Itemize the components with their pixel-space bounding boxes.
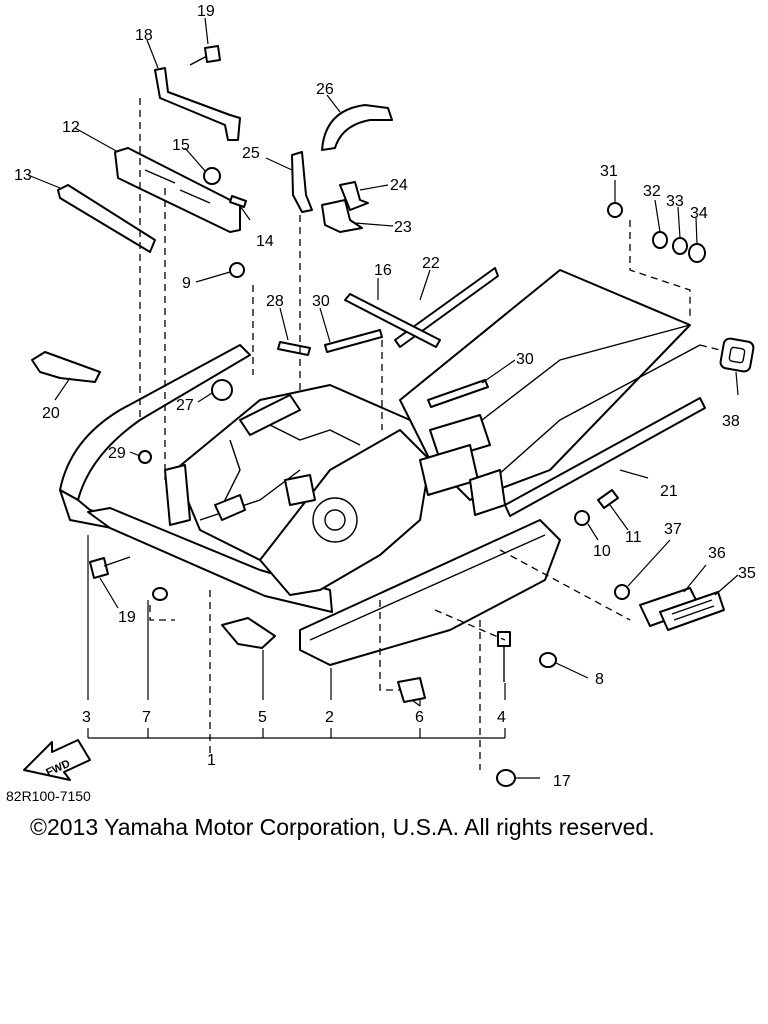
part-11	[597, 489, 619, 509]
part-19-top	[189, 45, 221, 66]
parts-31-34	[607, 202, 706, 263]
copyright-notice: ©2013 Yamaha Motor Corporation, U.S.A. A…	[30, 814, 655, 840]
callout: 29	[108, 445, 126, 462]
callout: 19	[118, 609, 136, 626]
parts-diagram: FWD 1 2 3 4 5 6 7 8 9 10 11 12 13 14 15 …	[14, 3, 756, 790]
callout: 7	[142, 709, 151, 726]
part-12	[114, 147, 241, 233]
leader-lines	[27, 17, 739, 779]
part-38	[719, 337, 755, 373]
side-rail	[299, 519, 561, 666]
callout: 23	[394, 219, 412, 236]
part-30-upper	[324, 329, 383, 353]
callout: 38	[722, 413, 740, 430]
strip-22	[394, 267, 499, 348]
callout: 15	[172, 137, 190, 154]
part-8	[539, 652, 557, 668]
callout: 11	[625, 529, 642, 546]
part-24	[339, 181, 369, 211]
callout: 26	[316, 81, 334, 98]
part-27	[211, 379, 233, 401]
part-16	[344, 293, 441, 348]
diagram-reference-code: 82R100-7150	[6, 788, 91, 804]
callout: 21	[660, 483, 678, 500]
part-5	[221, 617, 276, 649]
callout-numbers: 1 2 3 4 5 6 7 8 9 10 11 12 13 14 15 16 1…	[14, 3, 756, 790]
callout: 30	[516, 351, 534, 368]
part-37	[614, 584, 630, 600]
callout: 32	[643, 183, 661, 200]
callout: 14	[256, 233, 274, 250]
callout: 1	[207, 752, 216, 769]
part-14	[229, 195, 247, 208]
callout: 3	[82, 709, 91, 726]
callout: 9	[182, 275, 191, 292]
callout: 34	[690, 205, 708, 222]
part-19-lower	[89, 556, 131, 579]
callout: 5	[258, 709, 267, 726]
callout: 10	[593, 543, 611, 560]
frame-assembly	[59, 269, 701, 613]
part-20	[31, 351, 101, 383]
callout: 16	[374, 262, 392, 279]
callout: 25	[242, 145, 260, 162]
part-7	[152, 587, 168, 601]
callout: 20	[42, 405, 60, 422]
callout: 37	[664, 521, 682, 538]
part-26	[321, 104, 393, 151]
callout: 27	[176, 397, 194, 414]
callout: 24	[390, 177, 408, 194]
callout: 12	[62, 119, 80, 136]
callout: 18	[135, 27, 153, 44]
callout: 33	[666, 193, 684, 210]
assembly-lines	[139, 98, 721, 770]
part-28	[277, 341, 311, 356]
callout: 17	[553, 773, 571, 790]
callout: 4	[497, 709, 506, 726]
callout: 35	[738, 565, 756, 582]
part-18	[154, 67, 241, 141]
part-13	[57, 184, 156, 253]
part-23	[321, 199, 363, 233]
callout: 6	[415, 709, 424, 726]
part-9	[229, 262, 245, 278]
callout: 2	[325, 709, 334, 726]
rear-strip	[504, 397, 706, 517]
callout: 22	[422, 255, 440, 272]
fwd-arrow-icon: FWD	[23, 739, 91, 781]
part-25	[291, 151, 313, 213]
part-6	[397, 677, 426, 703]
callout: 13	[14, 167, 32, 184]
part-30-lower	[427, 379, 489, 408]
callout: 31	[600, 163, 618, 180]
part-29	[138, 450, 152, 464]
part-15	[203, 167, 221, 185]
group-bracket	[87, 535, 506, 739]
callout: 8	[595, 671, 604, 688]
part-17	[496, 769, 516, 787]
callout: 19	[197, 3, 215, 20]
callout: 30	[312, 293, 330, 310]
callout: 28	[266, 293, 284, 310]
callout: 36	[708, 545, 726, 562]
part-10	[574, 510, 590, 526]
